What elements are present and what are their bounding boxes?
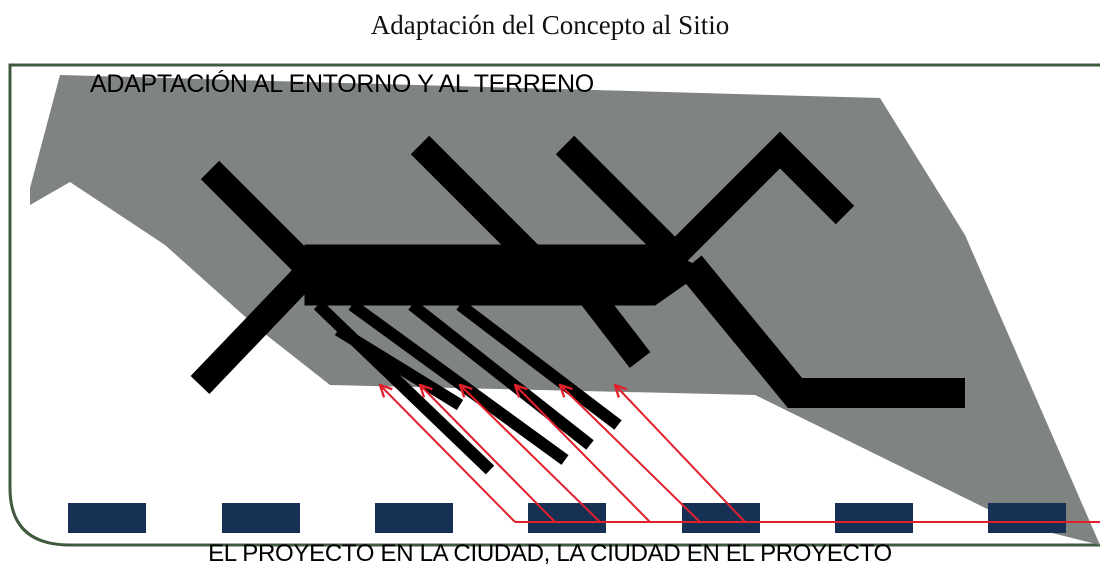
city-block <box>835 503 913 533</box>
south-wing-1 <box>579 287 651 368</box>
connection-arrow <box>615 385 746 523</box>
connection-arrows <box>380 385 1100 523</box>
diagonal-bar <box>408 300 594 450</box>
connection-arrow <box>380 385 516 523</box>
page-title: Adaptación del Concepto al Sitio <box>370 10 730 40</box>
city-block <box>68 503 146 533</box>
connection-arrow <box>420 385 556 523</box>
north-wing-1 <box>410 135 540 265</box>
diagonal-bars <box>313 300 622 475</box>
city-block <box>222 503 300 533</box>
city-blocks <box>68 503 1066 533</box>
main-spine <box>304 244 706 306</box>
southeast-wing <box>678 255 965 408</box>
panel-footer: EL PROYECTO EN LA CIUDAD, LA CIUDAD EN E… <box>208 540 892 567</box>
connection-arrow <box>515 385 651 523</box>
diagonal-bar <box>348 300 569 465</box>
panel-title: ADAPTACIÓN AL ENTORNO Y AL TERRENO <box>90 70 594 98</box>
connection-arrow <box>560 385 701 523</box>
city-block <box>375 503 453 533</box>
city-block <box>988 503 1066 533</box>
diagonal-bar <box>334 324 464 411</box>
building-massing <box>190 131 965 408</box>
west-branches <box>190 160 329 394</box>
diagonal-bar <box>456 300 622 430</box>
connection-arrow <box>460 385 601 523</box>
city-block <box>682 503 760 533</box>
north-wing-2 <box>555 131 855 274</box>
panel-frame <box>8 63 1100 547</box>
